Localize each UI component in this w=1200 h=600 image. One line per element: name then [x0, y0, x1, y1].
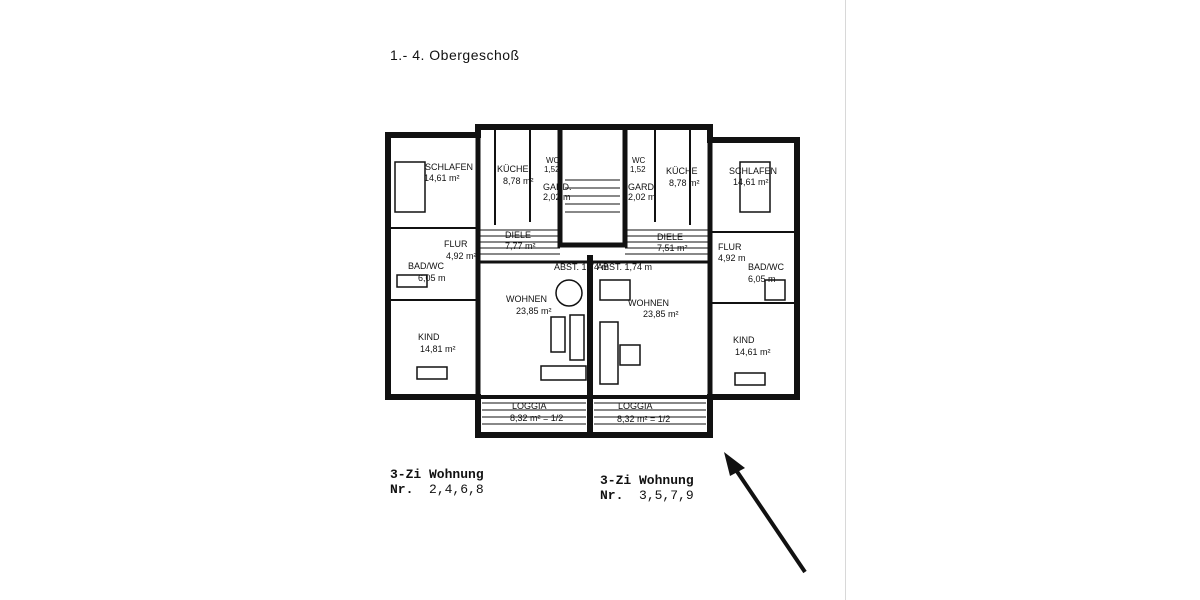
- labels-right: SCHLAFEN 14,61 m² KÜCHE 8,78 m² WC 1,52 …: [597, 156, 785, 424]
- room-name: SCHLAFEN: [425, 162, 473, 172]
- room-area: 6,05 m: [748, 274, 776, 284]
- room-name: WC: [632, 156, 646, 165]
- room-name: KIND: [418, 332, 440, 342]
- room-area: 8,32 m² = 1/2: [510, 413, 563, 423]
- room-area: 4,92 m²: [446, 251, 477, 261]
- room-name: KÜCHE: [666, 166, 698, 176]
- room-area: 23,85 m²: [643, 309, 679, 319]
- room-area: 6,05 m: [418, 273, 446, 283]
- room-area: 14,61 m²: [735, 347, 771, 357]
- room-area: 23,85 m²: [516, 306, 552, 316]
- room-name: WC: [546, 156, 560, 165]
- arrow-icon: [724, 452, 807, 574]
- unit-nr-label: Nr.: [600, 488, 624, 503]
- room-name: WOHNEN: [628, 298, 669, 308]
- room-area: 2,02 m: [543, 192, 571, 202]
- room-area: 8,78 m²: [503, 176, 534, 186]
- room-name: FLUR: [444, 239, 468, 249]
- room-area: 14,61 m²: [733, 177, 769, 187]
- room-name: KIND: [733, 335, 755, 345]
- furniture: [394, 161, 786, 386]
- room-name: LOGGIA: [512, 401, 547, 411]
- unit-numbers: 2,4,6,8: [429, 482, 484, 497]
- room-name: ABST. 1,74 m: [597, 262, 652, 272]
- room-area: 1,52: [544, 165, 560, 174]
- unit-label-right: 3-Zi Wohnung Nr. 3,5,7,9: [600, 473, 694, 503]
- room-name: FLUR: [718, 242, 742, 252]
- walls: [385, 124, 800, 438]
- unit-label-left: 3-Zi Wohnung Nr. 2,4,6,8: [390, 467, 484, 497]
- room-name: WOHNEN: [506, 294, 547, 304]
- unit-type: 3-Zi Wohnung: [390, 467, 484, 482]
- labels-left: SCHLAFEN 14,61 m² KÜCHE 8,78 m² WC 1,52 …: [408, 156, 609, 423]
- room-area: 2,02 m: [628, 192, 656, 202]
- unit-nr-label: Nr.: [390, 482, 414, 497]
- room-name: ABST. 1,74 m: [554, 262, 609, 272]
- room-name: BAD/WC: [748, 262, 785, 272]
- unit-type: 3-Zi Wohnung: [600, 473, 694, 488]
- room-name: BAD/WC: [408, 261, 445, 271]
- room-name: GARD.: [628, 182, 657, 192]
- room-area: 8,32 m² = 1/2: [617, 414, 670, 424]
- room-name: LOGGIA: [618, 401, 653, 411]
- room-name: GARD.: [543, 182, 572, 192]
- unit-numbers: 3,5,7,9: [639, 488, 694, 503]
- room-area: 1,52: [630, 165, 646, 174]
- floor-title: 1.- 4. Obergeschoß: [390, 47, 520, 63]
- room-area: 4,92 m: [718, 253, 746, 263]
- room-area: 7,51 m²: [657, 243, 688, 253]
- page-edge: [845, 0, 846, 600]
- room-name: SCHLAFEN: [729, 166, 777, 176]
- room-area: 7,77 m²: [505, 241, 536, 251]
- room-area: 14,81 m²: [420, 344, 456, 354]
- room-name: DIELE: [505, 230, 531, 240]
- room-area: 14,61 m²: [424, 173, 460, 183]
- room-name: DIELE: [657, 232, 683, 242]
- room-area: 8,78 m²: [669, 178, 700, 188]
- room-name: KÜCHE: [497, 164, 529, 174]
- hatching: [478, 179, 710, 425]
